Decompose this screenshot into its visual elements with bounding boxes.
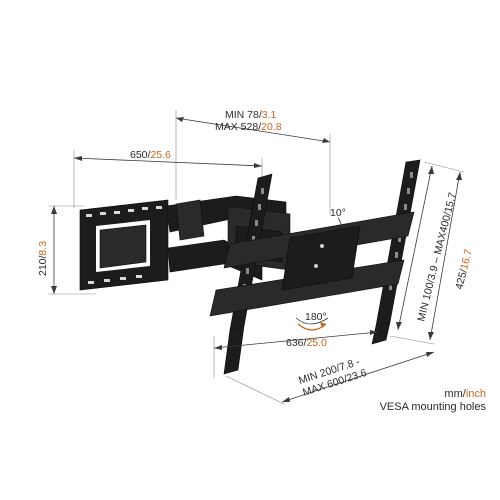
legend-mm: mm/ (444, 388, 466, 400)
svg-text:MAX 528/20.8: MAX 528/20.8 (215, 121, 282, 133)
wall-plate-height-dimension: 210/8.3 (37, 205, 96, 295)
swivel-indicator: 180° (295, 311, 329, 331)
wall-height-mm: 210/ (37, 255, 49, 276)
depth-max-label: MAX 528/ (215, 121, 261, 133)
arm-extension-dimension: 650/25.6 (73, 149, 263, 208)
tilt-label: 10° (330, 207, 346, 219)
depth-dimension: MIN 78/3.1 MAX 528/20.8 (175, 109, 331, 215)
swivel-label: 180° (305, 311, 327, 323)
tv-height-mm: 425/ (453, 268, 470, 291)
tv-plate (209, 159, 421, 375)
svg-text:650/25.6: 650/25.6 (130, 149, 171, 161)
wall-height-inch: 8.3 (37, 241, 49, 256)
tv-width-mm: 636/ (286, 337, 307, 349)
tv-width-dimension: 636/25.0 (213, 330, 379, 378)
svg-text:425/16.7: 425/16.7 (453, 248, 475, 291)
units-legend: mm/inch VESA mounting holes (380, 388, 486, 414)
tv-width-inch: 25.0 (306, 337, 327, 349)
legend-inch: inch (465, 388, 486, 400)
wall-plate (79, 199, 169, 291)
legend-caption: VESA mounting holes (379, 401, 486, 413)
arm-extension-mm: 650/ (130, 149, 151, 161)
svg-text:636/25.0: 636/25.0 (286, 337, 327, 349)
arm-extension-inch: 25.6 (150, 149, 171, 161)
tv-height-dimension: 425/16.7 (389, 161, 475, 345)
tv-height-inch: 16.7 (458, 248, 475, 271)
depth-min-label: MIN 78/ (225, 109, 262, 121)
vesa-vertical-label: MIN 100/3.9 – MAX400/15.7 (415, 191, 459, 323)
depth-max-inch: 20.8 (261, 121, 282, 133)
depth-min-inch: 3.1 (262, 109, 277, 121)
svg-text:210/8.3: 210/8.3 (37, 241, 49, 276)
svg-text:MIN 78/3.1: MIN 78/3.1 (225, 109, 277, 121)
